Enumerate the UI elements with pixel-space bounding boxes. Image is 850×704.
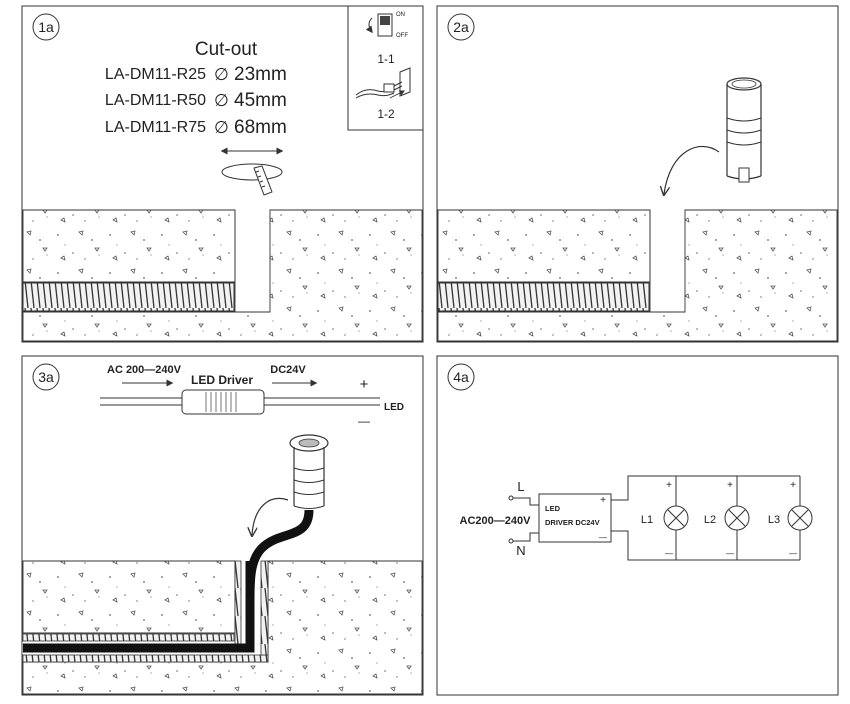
svg-text:LA-DM11-R25: LA-DM11-R25 [105, 66, 206, 83]
ground-section [437, 209, 838, 342]
svg-text:+: + [727, 480, 733, 491]
panel-number-3a: 3a [32, 363, 60, 391]
svg-text:LA-DM11-R75: LA-DM11-R75 [105, 119, 206, 136]
svg-text:45mm: 45mm [234, 90, 287, 111]
panel-4a: 4a L N AC200—240V LED DRIVER DC24V + — [436, 355, 839, 696]
wiring-line [100, 397, 380, 406]
svg-text:1a: 1a [38, 19, 54, 35]
spotlight-fixture [726, 77, 762, 183]
panel-1a: 1a Cut-out LA-DM11-R25 ∅ 23mm LA-DM11-R5… [21, 5, 424, 343]
svg-text:—: — [358, 414, 370, 428]
svg-text:—: — [726, 549, 734, 558]
ac-input-label: AC 200—240V [107, 364, 182, 376]
svg-text:+: + [666, 480, 672, 491]
conduit-pipe [437, 282, 650, 312]
svg-text:L2: L2 [704, 514, 716, 526]
svg-text:∅: ∅ [214, 118, 229, 137]
driver-label: LED Driver [191, 373, 253, 387]
svg-text:+: + [790, 480, 796, 491]
live-terminal-label: L [517, 479, 524, 494]
panel-number-2a: 2a [447, 13, 475, 41]
svg-text:—: — [665, 549, 673, 558]
panel-number-4a: 4a [447, 363, 475, 391]
svg-text:L3: L3 [768, 514, 780, 526]
spotlight-fixture [289, 434, 329, 509]
svg-text:LED: LED [545, 504, 561, 513]
svg-text:LA-DM11-R50: LA-DM11-R50 [105, 92, 206, 109]
svg-text:68mm: 68mm [234, 117, 287, 138]
led-load-label: LED [384, 402, 404, 413]
svg-text:∅: ∅ [214, 65, 229, 84]
ground-section [22, 560, 423, 695]
unplug-icon [355, 67, 411, 99]
power-off-inset: ON OFF 1-1 1-2 [347, 5, 424, 131]
svg-text:ON: ON [396, 12, 405, 18]
input-wiring [508, 495, 539, 544]
conduit-pipe [22, 654, 269, 663]
conduit-pipe [22, 282, 235, 312]
svg-text:23mm: 23mm [234, 64, 287, 85]
ground-section [22, 209, 423, 342]
svg-text:1-2: 1-2 [377, 107, 395, 121]
conduit-pipe [22, 633, 235, 642]
power-switch-icon [365, 13, 393, 37]
model-row: LA-DM11-R75 ∅ 68mm [105, 117, 287, 138]
svg-text:OFF: OFF [396, 33, 408, 39]
svg-text:2a: 2a [453, 19, 469, 35]
svg-text:L1: L1 [641, 514, 653, 526]
neutral-terminal-label: N [516, 543, 525, 558]
panel-2a: 2a [436, 5, 839, 343]
svg-text:1-1: 1-1 [377, 52, 395, 66]
insert-arrow-icon [664, 145, 720, 194]
svg-text:—: — [599, 533, 607, 542]
svg-text:3a: 3a [38, 369, 54, 385]
svg-text:∅: ∅ [214, 91, 229, 110]
svg-text:+: + [360, 376, 369, 393]
svg-text:4a: 4a [453, 369, 469, 385]
ac-input-label: AC200—240V [460, 515, 532, 527]
lamp-l1: + — L1 [641, 480, 689, 558]
lamp-l2: + — L2 [704, 480, 750, 558]
svg-text:—: — [789, 549, 797, 558]
panel-3a: 3a AC 200—240V LED Driver DC24V + — LED [21, 355, 424, 696]
svg-text:DRIVER DC24V: DRIVER DC24V [545, 518, 600, 527]
led-driver-box: LED DRIVER DC24V + — [538, 493, 612, 543]
model-row: LA-DM11-R25 ∅ 23mm [105, 64, 287, 85]
panel-number-1a: 1a [32, 13, 60, 41]
lamp-l3: + — L3 [768, 480, 813, 558]
insert-arrow-icon [252, 498, 289, 535]
dc-output-label: DC24V [270, 364, 306, 376]
cutout-drill-icon [220, 147, 284, 196]
model-list: LA-DM11-R25 ∅ 23mm LA-DM11-R50 ∅ 45mm LA… [105, 64, 287, 138]
cutout-title: Cut-out [195, 39, 258, 60]
svg-text:+: + [600, 495, 606, 506]
model-row: LA-DM11-R50 ∅ 45mm [105, 90, 287, 111]
led-driver-box [181, 389, 265, 415]
